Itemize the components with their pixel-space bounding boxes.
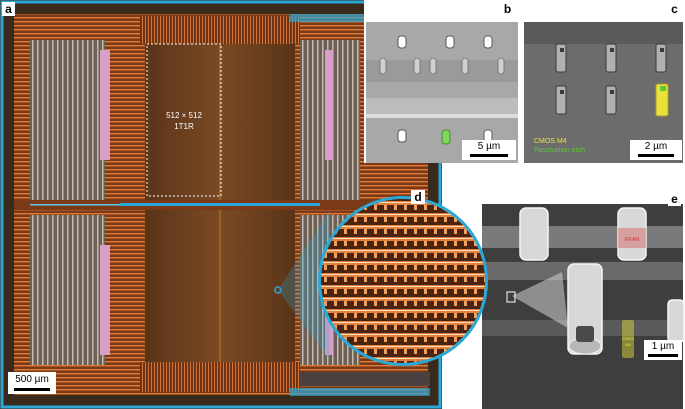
zoom-marker	[274, 286, 282, 294]
panel-a-scale-bar: 500 µm	[8, 372, 56, 394]
panel-c-scale-bar: 2 µm	[630, 140, 682, 160]
zoom-circle-image	[321, 199, 485, 363]
panel-e-label: e	[668, 192, 681, 206]
array-type-label: 1T1R	[174, 122, 194, 131]
legend-passivation-etch: Passivation etch	[534, 147, 585, 154]
panel-d-zoom-circle	[318, 196, 488, 366]
rram-tag: RRAM	[625, 237, 640, 243]
scale-bar-text: 2 µm	[644, 141, 668, 152]
panel-c-label: c	[671, 2, 678, 16]
cmos-tag-line2: M4	[625, 342, 631, 347]
panel-d-label: d	[411, 190, 425, 204]
panel-b-sem-top-view: b 5 µm	[364, 0, 518, 163]
panel-c-sem-overlay: c CMOS M4 Passivation etch 2 µm	[522, 0, 685, 163]
subarray-outline	[146, 43, 222, 197]
array-size-label: 512 × 512	[166, 111, 202, 120]
panel-b-label: b	[503, 2, 512, 16]
panel-a-label: a	[2, 2, 15, 16]
panel-e-scale-bar: 1 µm	[644, 340, 682, 360]
scale-bar-text: 1 µm	[651, 341, 675, 352]
scale-bar-text: 500 µm	[15, 374, 49, 385]
sem-image-b	[366, 22, 518, 163]
scale-bar-text: 5 µm	[477, 141, 501, 152]
legend-cmos-m4: CMOS M4	[534, 138, 567, 145]
sem-image-c	[524, 22, 683, 163]
cmos-tag-line1: CMOS	[622, 336, 634, 341]
panel-b-scale-bar: 5 µm	[462, 140, 516, 160]
panel-e-sem-tilted: RRAM CMOS M4 e 1 µm	[442, 190, 685, 409]
